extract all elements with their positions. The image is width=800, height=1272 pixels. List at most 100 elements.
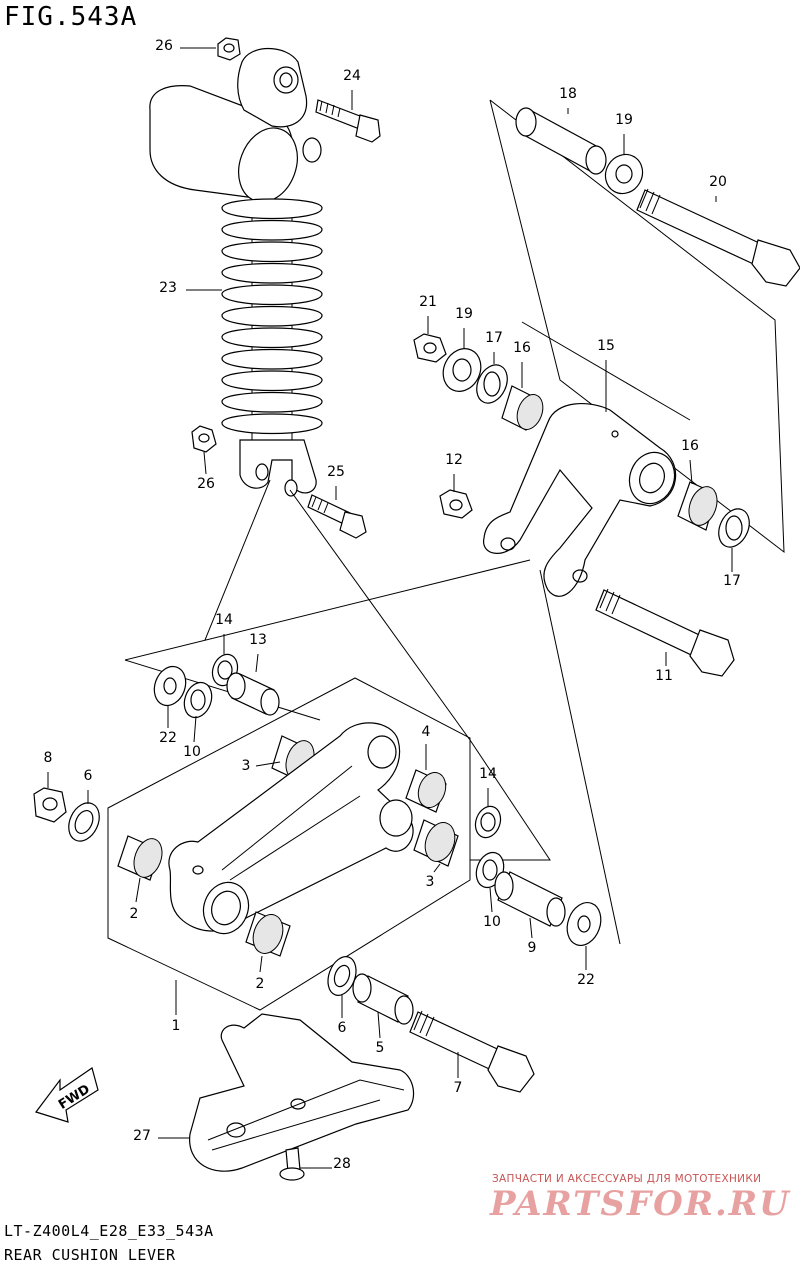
leader-line-10 xyxy=(489,887,493,913)
cushion-lever-1 xyxy=(168,722,414,935)
bracket-box-lever xyxy=(107,677,471,1011)
callout-1: 1 xyxy=(172,1018,181,1034)
callout-layer: 1223345667891010111213141415161617171819… xyxy=(44,38,741,1172)
leader-line-10 xyxy=(193,715,197,743)
bearing-4 xyxy=(405,769,447,813)
bracket-line-shock-a xyxy=(204,479,271,641)
callout-8: 8 xyxy=(44,750,53,766)
callout-2: 2 xyxy=(130,906,139,922)
bearing-16-left xyxy=(501,385,544,431)
model-code: LT-Z400L4_E28_E33_543A xyxy=(4,1222,214,1240)
callout-21: 21 xyxy=(419,294,437,310)
callout-14: 14 xyxy=(479,766,497,782)
seal-10-left xyxy=(183,681,213,719)
figure-title: FIG.543A xyxy=(4,2,138,32)
callout-11: 11 xyxy=(655,668,673,684)
callout-13: 13 xyxy=(249,632,267,648)
callout-12: 12 xyxy=(445,452,463,468)
leader-line-26 xyxy=(203,451,207,475)
callout-6: 6 xyxy=(338,1020,347,1036)
callout-3: 3 xyxy=(242,758,251,774)
callout-9: 9 xyxy=(528,940,537,956)
callout-26: 26 xyxy=(197,476,215,492)
callout-5: 5 xyxy=(376,1040,385,1056)
washer-19-upper xyxy=(604,153,644,195)
bolt-20 xyxy=(636,188,800,287)
seal-17-left xyxy=(476,364,508,404)
washer-19-rod xyxy=(442,348,482,392)
bolt-7 xyxy=(409,1010,535,1093)
nut-21 xyxy=(413,333,447,363)
callout-26: 26 xyxy=(155,38,173,54)
callout-19: 19 xyxy=(455,306,473,322)
callout-7: 7 xyxy=(454,1080,463,1096)
callout-10: 10 xyxy=(183,744,201,760)
callout-6: 6 xyxy=(84,768,93,784)
leader-line-13 xyxy=(255,653,259,673)
washer-22-right xyxy=(566,902,602,946)
shock-absorber xyxy=(149,48,323,497)
callout-22: 22 xyxy=(577,972,595,988)
spacer-18 xyxy=(515,107,607,175)
callout-19: 19 xyxy=(615,112,633,128)
watermark-tagline: ЗАПЧАСТИ И АКСЕССУАРЫ ДЛЯ МОТОТЕХНИКИ xyxy=(492,1173,762,1185)
fwd-arrow: FWD xyxy=(35,1067,99,1123)
bracket-line-shock-b xyxy=(289,489,551,861)
callout-2: 2 xyxy=(256,976,265,992)
cushion-rod-15 xyxy=(483,403,677,597)
callout-22: 22 xyxy=(159,730,177,746)
callout-4: 4 xyxy=(422,724,431,740)
bearing-2-left xyxy=(117,835,163,881)
callout-14: 14 xyxy=(215,612,233,628)
bracket-line-rod-down xyxy=(539,569,621,945)
leader-line-9 xyxy=(529,917,533,939)
bracket-line-lever-top xyxy=(124,559,531,661)
spacer-13 xyxy=(226,672,280,716)
leader-line-2 xyxy=(259,955,263,973)
bolt-11 xyxy=(595,588,735,677)
leader-line-3 xyxy=(255,761,281,767)
nut-26-top xyxy=(217,37,241,61)
bearing-16-right xyxy=(677,481,718,531)
callout-18: 18 xyxy=(559,86,577,102)
spacer-5 xyxy=(352,973,414,1025)
nut-12 xyxy=(439,489,473,519)
callout-28: 28 xyxy=(333,1156,351,1172)
bearing-3-lower xyxy=(413,819,459,867)
leader-line-16 xyxy=(689,459,693,485)
washer-6-lower xyxy=(327,956,357,996)
washer-6-left xyxy=(68,802,100,842)
callout-25: 25 xyxy=(327,464,345,480)
bolt-25 xyxy=(307,494,367,539)
callout-15: 15 xyxy=(597,338,615,354)
bolt-24 xyxy=(315,99,381,143)
nut-8 xyxy=(33,787,67,823)
nut-26-lower xyxy=(191,425,217,453)
leader-line-3 xyxy=(433,863,441,873)
callout-27: 27 xyxy=(133,1128,151,1144)
watermark-logo: PARTSFOR.RU xyxy=(490,1184,791,1224)
callout-16: 16 xyxy=(513,340,531,356)
callout-17: 17 xyxy=(723,573,741,589)
callout-17: 17 xyxy=(485,330,503,346)
callout-3: 3 xyxy=(426,874,435,890)
leader-line-2 xyxy=(135,877,141,903)
spacer-9 xyxy=(494,871,566,927)
leader-line-5 xyxy=(377,1011,381,1039)
bracket-lines-upper xyxy=(489,99,785,554)
washer-22-left xyxy=(153,665,187,707)
lever-guard-27 xyxy=(189,1013,415,1172)
callout-24: 24 xyxy=(343,68,361,84)
callout-20: 20 xyxy=(709,174,727,190)
bearing-2-lower xyxy=(245,911,291,957)
section-name: REAR CUSHION LEVER xyxy=(4,1246,176,1264)
seal-14-right xyxy=(474,805,502,839)
seal-17-right xyxy=(718,508,750,548)
callout-23: 23 xyxy=(159,280,177,296)
bracket-line-lever-left xyxy=(124,659,321,721)
callout-16: 16 xyxy=(681,438,699,454)
screw-28 xyxy=(279,1147,305,1181)
callout-10: 10 xyxy=(483,914,501,930)
